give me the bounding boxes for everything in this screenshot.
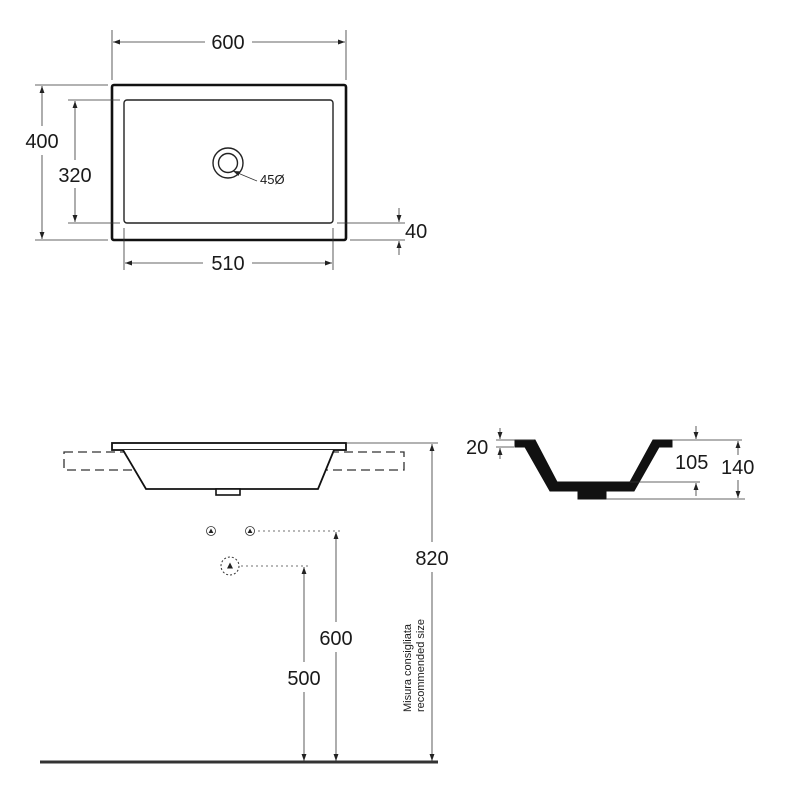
svg-text:Misura consigliata: Misura consigliata: [402, 623, 414, 712]
drain-outlet-icon: [220, 556, 240, 576]
basin-section: [514, 439, 673, 500]
drain-leader: [232, 170, 258, 182]
total-height-820-label: 820: [415, 548, 448, 570]
section-view: 20 105 140: [466, 426, 754, 500]
bowl-outline: [123, 99, 334, 224]
drain-hole: [212, 147, 244, 179]
drain-stub: [215, 488, 241, 496]
front-view: 500 600 820 Misura consigliata recommend…: [40, 442, 449, 764]
top-view: 45Ø 600 400 320 40 510: [25, 30, 427, 275]
rim-thickness-20-label: 20: [466, 437, 488, 459]
recommended-size-note: Misura consigliata recommended size: [402, 619, 427, 712]
basin-rim: [111, 442, 347, 451]
supply-height-600-label: 600: [319, 628, 352, 650]
inner-depth-320-label: 320: [58, 165, 91, 187]
depth-400-label: 400: [25, 131, 58, 153]
overall-height-140-label: 140: [721, 457, 754, 479]
water-supply-icon: [206, 526, 255, 536]
basin-outline: [110, 83, 348, 242]
svg-text:recommended size: recommended size: [415, 619, 427, 712]
basin-bowl: [122, 449, 335, 490]
inner-width-510-label: 510: [211, 253, 244, 275]
width-600-label: 600: [211, 32, 244, 54]
rim-offset-40-label: 40: [405, 221, 427, 243]
drain-height-500-label: 500: [287, 668, 320, 690]
drain-diameter-label: 45Ø: [260, 172, 285, 187]
bowl-depth-105-label: 105: [675, 452, 708, 474]
